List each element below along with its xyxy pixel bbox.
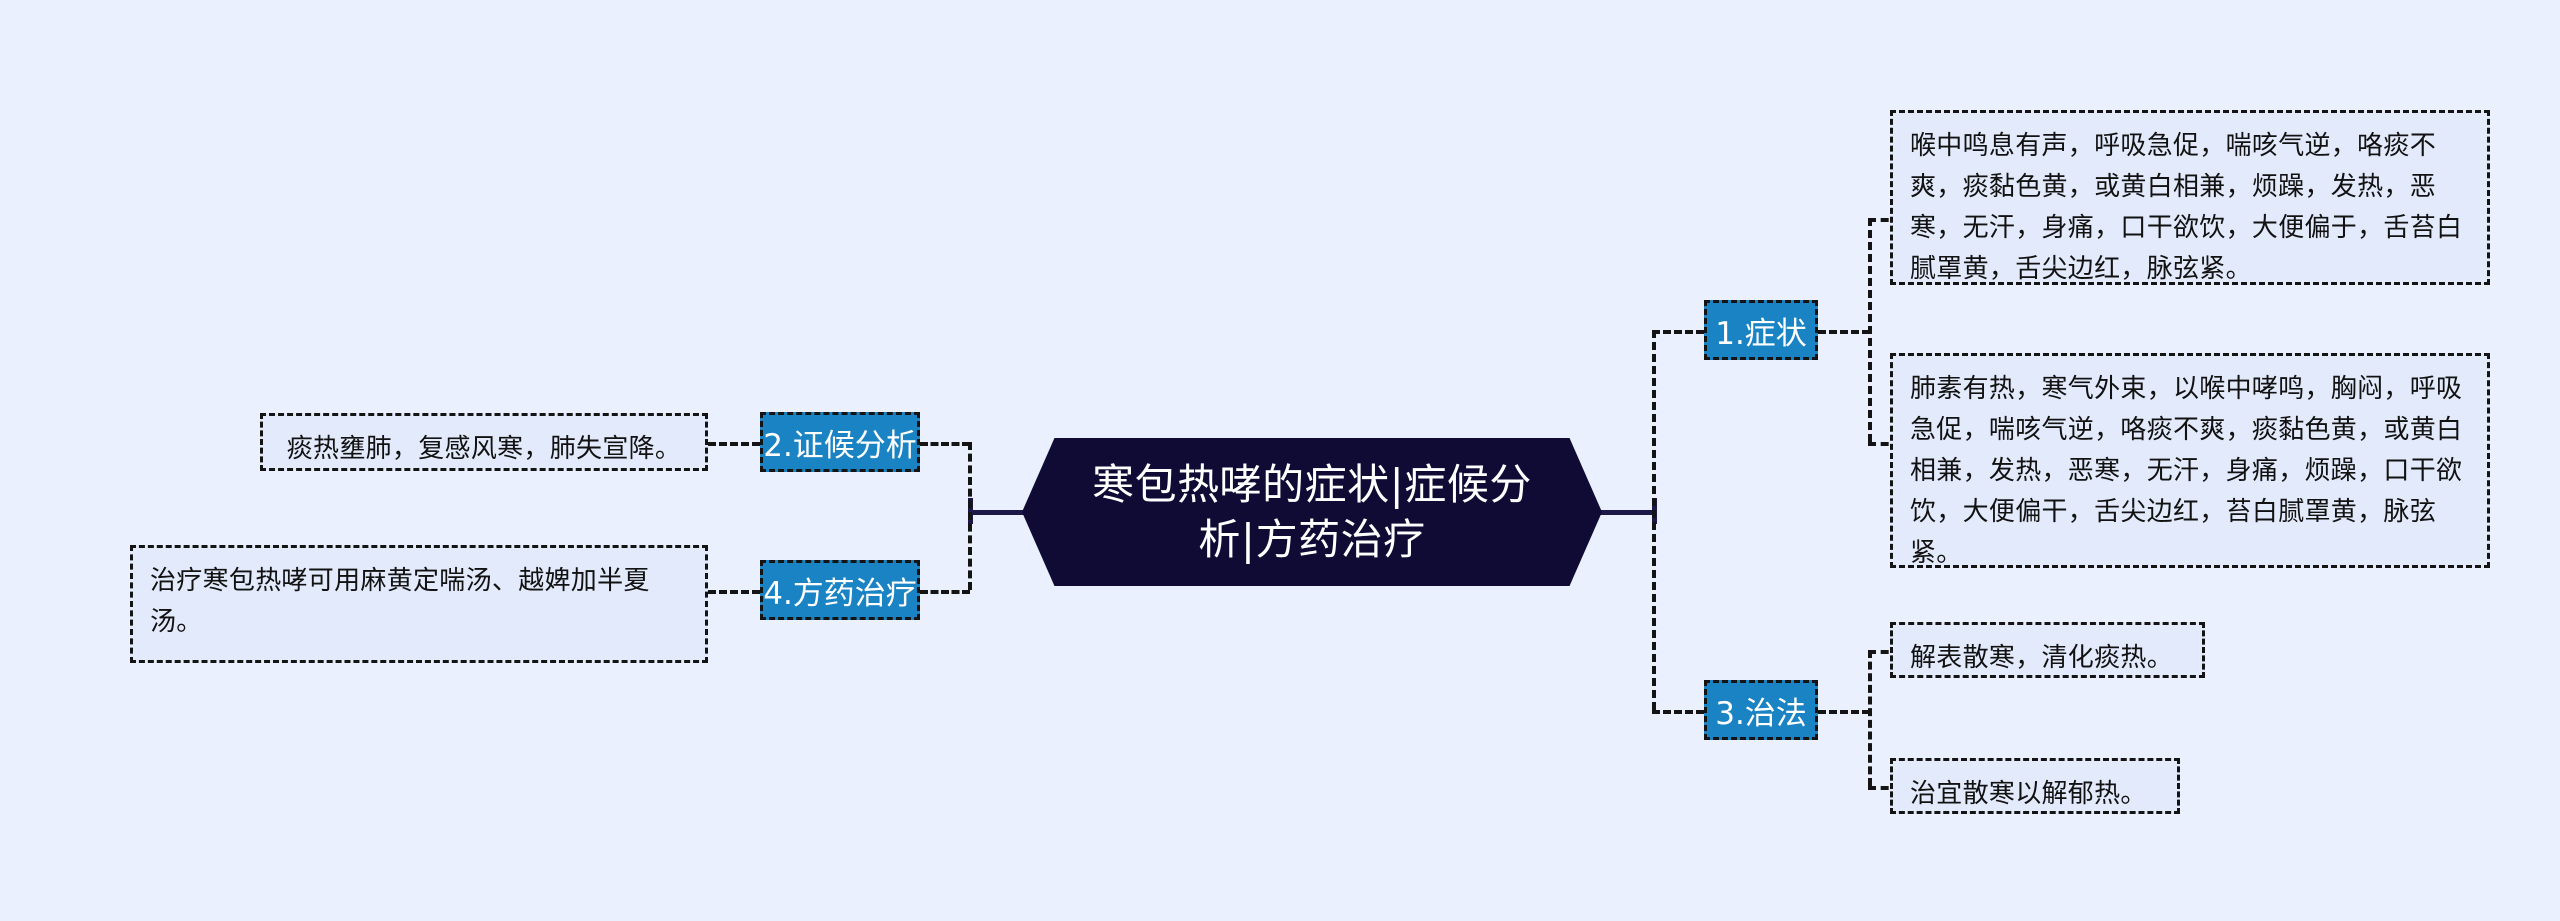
root-node[interactable]: 寒包热哮的症状|症候分析|方药治疗 xyxy=(1022,438,1602,586)
branch-node-symptom[interactable]: 1.症状 xyxy=(1704,300,1818,360)
edge-root-left-stub xyxy=(968,510,1024,515)
edge-symptom-out xyxy=(1818,330,1870,334)
leaf-treatment-method-2[interactable]: 治宜散寒以解郁热。 xyxy=(1890,758,2180,814)
leaf-symptom-1[interactable]: 喉中鸣息有声，呼吸急促，喘咳气逆，咯痰不爽，痰黏色黄，或黄白相兼，烦躁，发热，恶… xyxy=(1890,110,2490,285)
edge-formula-leaf xyxy=(708,590,760,594)
edge-right-trunk xyxy=(1652,330,1656,710)
edge-to-formula-therapy xyxy=(920,590,970,594)
edge-to-symptom xyxy=(1652,330,1704,334)
leaf-symptom-2[interactable]: 肺素有热，寒气外束，以喉中哮鸣，胸闷，呼吸急促，喘咳气逆，咯痰不爽，痰黏色黄，或… xyxy=(1890,353,2490,568)
edge-root-right-stub xyxy=(1596,510,1654,515)
edge-syndrome-leaf xyxy=(708,442,760,446)
branch-node-formula-therapy[interactable]: 4.方药治疗 xyxy=(760,560,920,620)
leaf-treatment-method-1[interactable]: 解表散寒，清化痰热。 xyxy=(1890,622,2205,678)
branch-node-treatment-method[interactable]: 3.治法 xyxy=(1704,680,1818,740)
edge-treatment-trunk xyxy=(1868,650,1872,786)
edge-to-treatment-method xyxy=(1652,710,1704,714)
leaf-formula-therapy-1[interactable]: 治疗寒包热哮可用麻黄定喘汤、越婢加半夏汤。 xyxy=(130,545,708,663)
leaf-syndrome-analysis-1[interactable]: 痰热壅肺，复感风寒，肺失宣降。 xyxy=(260,413,708,471)
branch-node-syndrome-analysis[interactable]: 2.证候分析 xyxy=(760,412,920,472)
edge-to-syndrome-analysis xyxy=(920,442,970,446)
edge-treatment-out xyxy=(1818,710,1870,714)
edge-left-trunk xyxy=(968,442,972,590)
edge-symptom-trunk xyxy=(1868,218,1872,442)
